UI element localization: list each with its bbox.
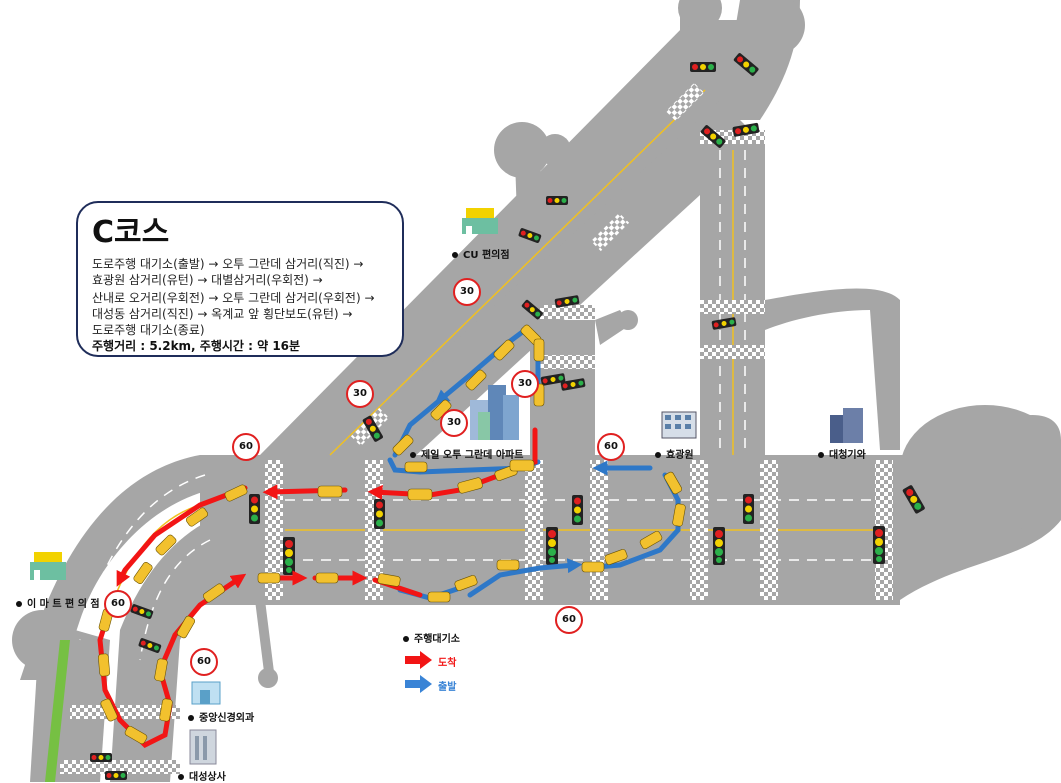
speed-sign: 30 — [511, 370, 539, 398]
label-hyogwangwon: 효광원 — [655, 446, 694, 461]
legend-waiting: 주행대기소 — [403, 630, 460, 645]
legend-depart-arrow — [405, 675, 432, 693]
course-line-3: 산내로 오거리(우회전) → 오투 그란데 삼거리(우회전) → — [92, 291, 375, 305]
legend-arrive-label: 도착 — [438, 658, 457, 669]
speed-sign: 60 — [555, 606, 583, 634]
label-cu: CU 편의점 — [452, 246, 510, 261]
daecheong-building-icon — [830, 408, 863, 443]
apartment-building-icon — [470, 385, 519, 440]
speed-sign: 60 — [232, 433, 260, 461]
course-summary: 주행거리 : 5.2km, 주행시간 : 약 16분 — [92, 339, 301, 353]
course-title: C코스 — [92, 215, 170, 250]
course-line-5: 도로주행 대기소(종료) — [92, 323, 205, 337]
hyogwangwon-building-icon — [661, 411, 697, 439]
legend-depart-label: 출발 — [438, 682, 457, 693]
label-daesung: 대성상사 — [178, 768, 226, 783]
daesung-building-icon — [189, 729, 217, 765]
label-hospital: 중앙신경외과 — [188, 709, 254, 724]
label-emart: 이 마 트 편 의 점 — [16, 595, 100, 610]
label-daecheong: 대청기와 — [818, 446, 866, 461]
label-apt: 제일 오투 그란데 아파트 — [410, 446, 523, 461]
hospital-building-icon — [191, 681, 221, 705]
cu-store-icon — [462, 208, 498, 234]
speed-sign: 60 — [597, 433, 625, 461]
speed-sign: 60 — [190, 648, 218, 676]
traffic-lights — [90, 53, 925, 780]
speed-sign: 60 — [104, 590, 132, 618]
cars — [98, 324, 686, 745]
speed-sign: 30 — [346, 380, 374, 408]
speed-sign: 30 — [453, 278, 481, 306]
course-line-4: 대성동 삼거리(직진) → 옥계교 앞 횡단보도(유턴) → — [92, 307, 353, 321]
course-info-box: C코스 도로주행 대기소(출발) → 오투 그란데 삼거리(직진) → 효광원 … — [76, 201, 404, 357]
legend-arrive-arrow — [405, 651, 432, 669]
course-line-1: 도로주행 대기소(출발) → 오투 그란데 삼거리(직진) → — [92, 257, 364, 271]
course-line-2: 효광원 삼거리(유턴) → 대별삼거리(우회전) → — [92, 273, 323, 287]
emart-store-icon — [30, 552, 66, 580]
speed-sign: 30 — [440, 409, 468, 437]
